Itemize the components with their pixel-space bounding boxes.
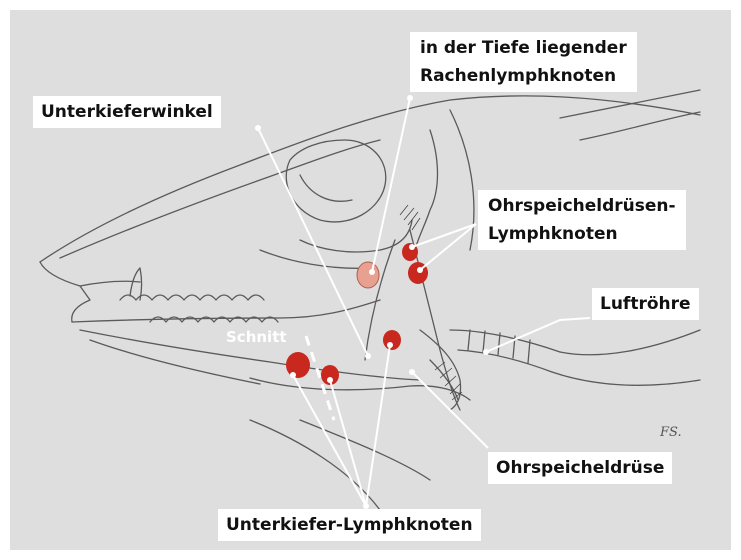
label-unterkiefer-lymphknoten: Unterkiefer-Lymphknoten xyxy=(218,509,481,541)
label-rachen-line2: Rachenlymphknoten xyxy=(420,62,627,90)
leader-lines xyxy=(258,98,590,506)
leader-ohr-lk-1 xyxy=(412,224,476,247)
label-ohr-lk-line2: Lymphknoten xyxy=(488,220,676,248)
leader-uk-2 xyxy=(330,380,366,506)
leader-uk-1 xyxy=(293,375,366,506)
label-rachen-line1: in der Tiefe liegender xyxy=(420,34,627,62)
label-ohrspeicheldruesen-lymphknoten: Ohrspeicheldrüsen- Lymphknoten xyxy=(478,190,686,250)
label-schnitt: Schnitt xyxy=(226,328,287,346)
leader-uk-3 xyxy=(366,345,390,506)
label-unterkieferwinkel: Unterkieferwinkel xyxy=(33,96,221,128)
label-rachenlymphknoten: in der Tiefe liegender Rachenlymphknoten xyxy=(410,32,637,92)
rachen-lymph-node xyxy=(357,262,379,288)
unterkiefer-lymph-node-1 xyxy=(286,352,310,378)
artist-initials: FS. xyxy=(659,425,682,440)
lymph-nodes xyxy=(286,243,428,385)
leader-unterkieferwinkel xyxy=(258,128,368,356)
label-luftroehre: Luftröhre xyxy=(592,288,699,320)
leader-ohr-lk-2 xyxy=(420,224,476,270)
label-ohrspeicheldruese: Ohrspeicheldrüse xyxy=(488,452,672,484)
label-ohr-lk-line1: Ohrspeicheldrüsen- xyxy=(488,192,676,220)
